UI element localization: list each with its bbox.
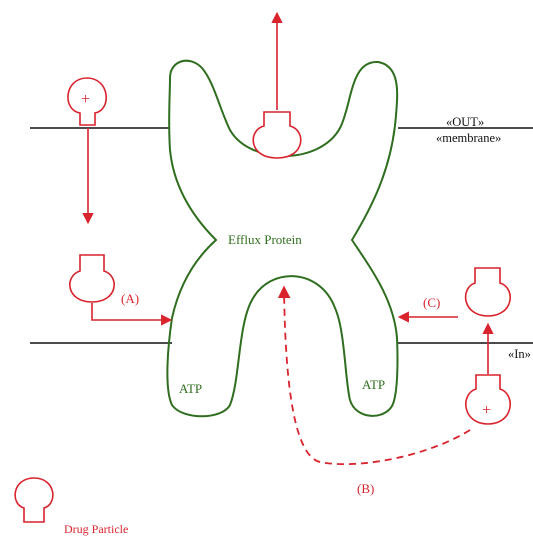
legend-drug-particle-icon	[14, 477, 54, 523]
path-c-label: (C)	[423, 295, 440, 310]
arrow-path-b	[277, 285, 471, 466]
atp-right-label: ATP	[362, 377, 385, 392]
legend: Drug Particle	[14, 477, 128, 536]
plus-sign-top: +	[81, 91, 90, 108]
efflux-protein-shape	[166, 59, 399, 418]
drug-particle-charged-outside: +	[67, 77, 108, 126]
legend-label: Drug Particle	[64, 522, 128, 536]
drug-particle-path-a	[69, 254, 115, 303]
plus-sign-bottom: +	[482, 402, 491, 419]
drug-particle-path-c	[464, 267, 511, 317]
atp-left-label: ATP	[179, 381, 202, 396]
membrane-label: «membrane»	[436, 131, 501, 145]
drug-particle-exiting	[252, 111, 302, 159]
path-b-label: (B)	[357, 481, 374, 496]
drug-particle-charged-inside: +	[465, 374, 511, 425]
in-label: «In»	[508, 347, 531, 361]
path-a-label: (A)	[121, 291, 139, 306]
efflux-protein-label: Efflux Protein	[228, 232, 302, 247]
arrow-path-a	[91, 303, 173, 326]
out-label: «OUT»	[446, 115, 484, 129]
